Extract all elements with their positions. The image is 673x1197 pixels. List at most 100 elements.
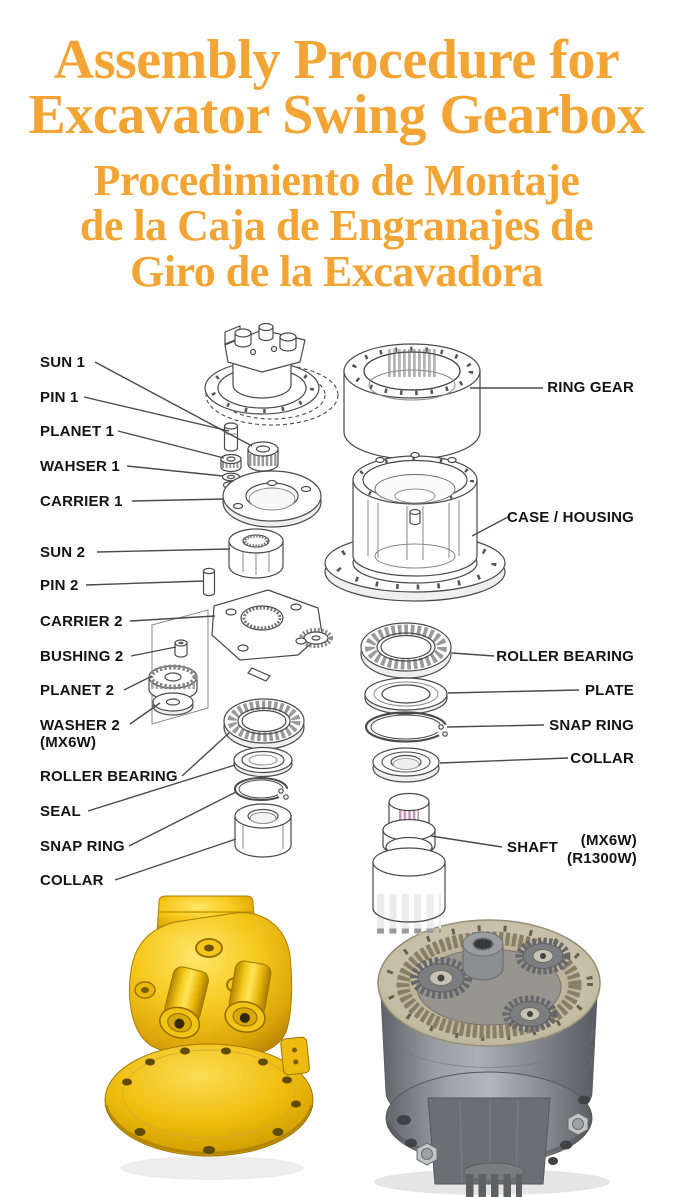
part-label-snap-ring-right: SNAP RING	[549, 717, 634, 734]
planet-gear-photo-3	[502, 995, 558, 1033]
part-label-planet-1: PLANET 1	[40, 423, 114, 440]
part-label-roller-bearing-left: ROLLER BEARING	[40, 768, 178, 785]
title-english: Assembly Procedure for Excavator Swing G…	[0, 29, 673, 147]
gearbox-flange-holes	[397, 1095, 590, 1165]
motor-flange-bolt-holes	[122, 1047, 301, 1154]
yellow-swing-motor-photo	[104, 895, 314, 1180]
leader-case-housing	[471, 516, 509, 537]
leader-snap-ring-left	[128, 791, 237, 847]
leader-collar-right	[439, 757, 569, 764]
gearbox-hex-bolt-left	[416, 1142, 438, 1166]
ring-gear-drawing	[343, 343, 481, 460]
part-label-planet-2: PLANET 2	[40, 682, 114, 699]
planet-gear-photo-1	[410, 957, 472, 999]
right-part-labels: RING GEAR CASE / HOUSING ROLLER BEARING …	[496, 379, 637, 867]
swing-motor-drawing	[204, 322, 339, 426]
bushing-2-drawing	[174, 639, 188, 658]
left-part-labels: SUN 1 PIN 1 PLANET 1 WAHSER 1 CARRIER 1 …	[40, 354, 178, 889]
snap-ring-left-drawing	[234, 777, 290, 801]
gearbox-body-seam-1	[384, 1029, 594, 1068]
leader-lines	[83, 361, 580, 881]
part-label-seal: SEAL	[40, 803, 81, 820]
leader-carrier-1	[131, 498, 225, 502]
planet-gear-photo-2	[515, 937, 571, 975]
roller-bearing-right-drawing	[360, 622, 452, 679]
motor-shadow	[120, 1156, 304, 1180]
part-label-carrier-1: CARRIER 1	[40, 493, 123, 510]
part-label-pin-1: PIN 1	[40, 389, 79, 406]
carrier-1-drawing	[222, 470, 322, 528]
part-label-shaft: SHAFT	[507, 839, 558, 856]
pin-2-drawing	[202, 567, 216, 597]
collar-right-drawing	[372, 747, 440, 783]
case-housing-drawing	[324, 451, 506, 602]
part-label-bushing-2: BUSHING 2	[40, 648, 123, 665]
subtitle-line-3: Giro de la Excavadora	[130, 246, 543, 296]
product-photos	[104, 895, 610, 1197]
part-label-roller-bearing-right: ROLLER BEARING	[496, 648, 634, 665]
part-label-plate: PLATE	[585, 682, 634, 699]
gray-swing-gearbox-photo	[374, 919, 610, 1197]
gearbox-rim-bolt-holes	[385, 925, 593, 1041]
leader-roller-bearing-left	[181, 732, 230, 777]
leader-roller-bearing-right	[451, 652, 495, 657]
part-label-wahser-1: WAHSER 1	[40, 458, 120, 475]
collar-left-drawing	[234, 803, 292, 858]
seal-drawing	[233, 746, 293, 778]
leader-planet-2	[123, 675, 153, 691]
part-label-ring-gear: RING GEAR	[547, 379, 634, 396]
motor-port-right	[224, 960, 272, 1033]
part-label-washer-2-note: (MX6W)	[40, 734, 96, 751]
title-line-1: Assembly Procedure for	[53, 29, 620, 91]
leader-sun-1	[94, 361, 253, 447]
pedestal-rib-1	[459, 1099, 463, 1183]
motor-port-left	[159, 966, 209, 1039]
leader-plate	[447, 689, 580, 694]
roller-bearing-left-drawing	[223, 698, 305, 750]
leader-carrier-2	[129, 615, 216, 622]
sun-1-drawing	[247, 441, 279, 472]
motor-flange	[104, 1043, 314, 1157]
title-line-2: Excavator Swing Gearbox	[28, 84, 645, 147]
sun-2-drawing	[228, 528, 284, 579]
part-label-sun-1: SUN 1	[40, 354, 85, 371]
motor-boss-1-hole	[204, 944, 214, 952]
part-label-collar-left: COLLAR	[40, 872, 104, 889]
motor-side-boss-hole	[141, 987, 149, 993]
gearbox-hex-bolt-right	[567, 1112, 589, 1136]
leader-pin-1	[83, 396, 230, 432]
motor-side-tab	[280, 1036, 310, 1076]
motor-flange-inner-ring	[122, 1049, 296, 1139]
part-label-shaft-note-1: (MX6W)	[581, 832, 637, 849]
carrier-2-pin	[247, 667, 271, 682]
leader-pin-2	[85, 580, 205, 586]
leader-washer-2	[129, 702, 161, 725]
leader-sun-2	[96, 548, 231, 553]
leader-shaft	[430, 835, 503, 848]
part-label-sun-2: SUN 2	[40, 544, 85, 561]
planet-1-drawing	[220, 453, 242, 473]
part-label-collar-right: COLLAR	[570, 750, 634, 767]
subtitle-line-2: de la Caja de Engranajes de	[79, 201, 594, 251]
leader-seal	[87, 764, 236, 812]
washer-2-drawing	[152, 692, 194, 716]
leader-wahser-1	[126, 465, 224, 477]
part-label-case-housing: CASE / HOUSING	[507, 509, 634, 526]
part-label-carrier-2: CARRIER 2	[40, 613, 123, 630]
leader-planet-1	[117, 430, 225, 459]
shaft-drawing	[372, 792, 446, 934]
snap-ring-right-drawing	[364, 711, 451, 743]
part-label-snap-ring-left: SNAP RING	[40, 838, 125, 855]
leader-collar-left	[114, 838, 237, 881]
sun-shaft-photo	[462, 931, 504, 981]
title-spanish: Procedimiento de Montaje de la Caja de E…	[0, 158, 673, 294]
leader-bushing-2	[130, 646, 177, 657]
leader-snap-ring-right	[446, 724, 545, 728]
part-label-washer-2: WASHER 2	[40, 717, 120, 734]
part-label-pin-2: PIN 2	[40, 577, 79, 594]
exploded-diagram: SUN 1 PIN 1 PLANET 1 WAHSER 1 CARRIER 1 …	[40, 322, 637, 934]
header: Assembly Procedure for Excavator Swing G…	[0, 0, 673, 294]
plate-drawing	[364, 677, 448, 715]
motor-top-ports	[234, 322, 297, 356]
